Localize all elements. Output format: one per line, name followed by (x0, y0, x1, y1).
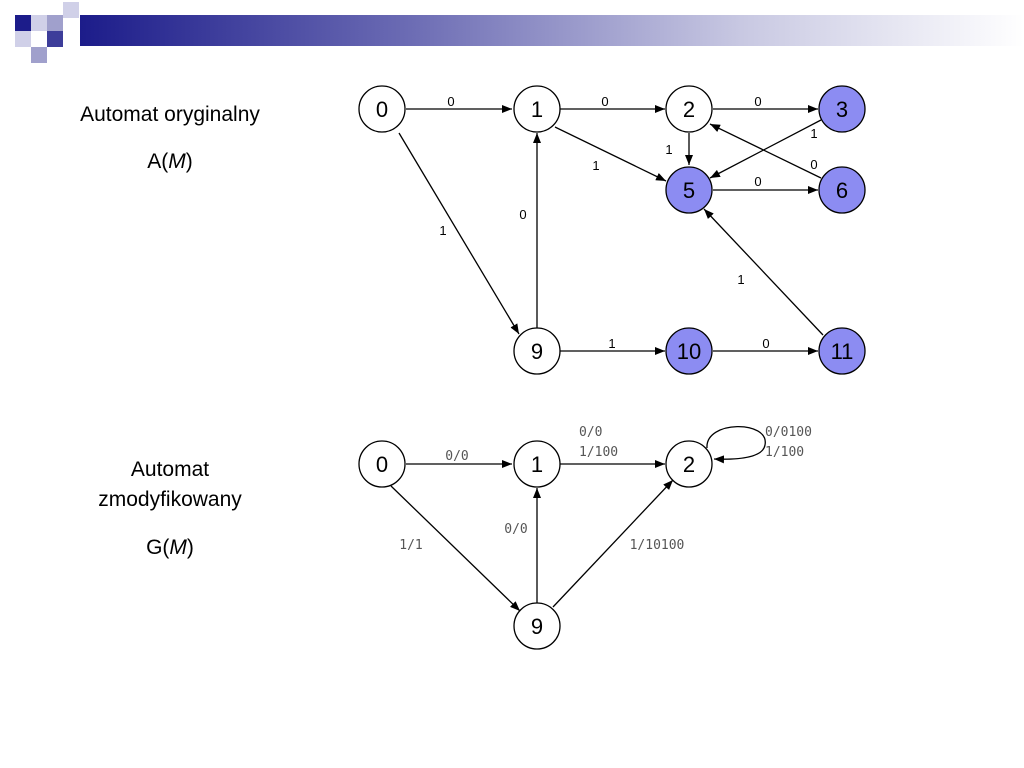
state-label: 2 (683, 97, 695, 122)
automaton-g-states: 0 1 2 9 (358, 440, 713, 650)
state-circle (665, 166, 713, 214)
state-node: 10 (665, 327, 713, 375)
symbol-prefix: A( (147, 150, 169, 173)
state-node: 2 (665, 85, 713, 133)
state-label: 11 (831, 339, 854, 364)
state-circle (818, 85, 866, 133)
symbol-prefix: G( (146, 536, 170, 559)
decoration-square (15, 31, 31, 47)
automaton-g-edge-labels: 0/0 0/0 1/100 0/0100 1/100 1/1 0/0 1/101… (399, 425, 812, 553)
title-line-2: zmodyfikowany (98, 488, 242, 511)
edge-label: 1 (665, 142, 672, 157)
edge-label: 1 (592, 158, 599, 173)
edge-label: 0 (762, 336, 769, 351)
symbol-suffix: ) (186, 536, 194, 559)
edge-label: 1/100 (765, 445, 804, 460)
state-circle (358, 440, 406, 488)
automaton-g-edges (390, 426, 766, 612)
state-circle (818, 327, 866, 375)
edge-label: 0 (519, 207, 526, 222)
state-node: 0 (358, 440, 406, 488)
state-node: 11 (818, 327, 866, 375)
state-circle (513, 602, 561, 650)
edge-3-to-5 (709, 119, 822, 179)
edge-label: 1 (810, 126, 817, 141)
edge-label: 0/0 (445, 449, 468, 464)
automaton-a-edge-labels: 0 0 0 1 1 0 1 1 0 1 0 0 1 (439, 94, 817, 351)
edge-label: 0/0100 (765, 425, 812, 440)
edge-label: 1/10100 (630, 538, 685, 553)
edge-label: 1 (439, 223, 446, 238)
edge-label: 0/0 (504, 522, 527, 537)
state-label: 3 (836, 97, 848, 122)
state-label: 9 (531, 614, 543, 639)
automaton-a-states: 0 1 2 3 5 6 9 10 (358, 85, 866, 375)
edge-2-self-loop (706, 426, 766, 464)
state-node: 2 (665, 440, 713, 488)
original-automaton-title: Automat oryginalny (80, 103, 260, 126)
state-node: 0 (358, 85, 406, 133)
title-decoration-bar (80, 15, 1024, 46)
edge-11-to-5 (703, 208, 824, 336)
edge-label: 1 (737, 272, 744, 287)
state-circle (513, 327, 561, 375)
edge-label: 0 (601, 94, 608, 109)
modified-automaton-title: Automat zmodyfikowany (40, 455, 300, 515)
edge-label: 0/0 (579, 425, 602, 440)
edge-label: 0 (754, 174, 761, 189)
state-label: 0 (376, 452, 388, 477)
state-circle (818, 166, 866, 214)
decoration-square (31, 15, 47, 31)
edge-label: 1/100 (579, 445, 618, 460)
decoration-square (63, 2, 79, 18)
decoration-square (15, 15, 31, 31)
edge-label: 1 (608, 336, 615, 351)
edge-label: 0 (810, 157, 817, 172)
symbol-variable: M (168, 150, 186, 173)
decoration-square (31, 47, 47, 63)
state-node: 3 (818, 85, 866, 133)
symbol-suffix: ) (185, 150, 193, 173)
state-label: 5 (683, 178, 695, 203)
state-label: 1 (531, 452, 543, 477)
edge-label: 1/1 (399, 538, 422, 553)
state-node: 9 (513, 602, 561, 650)
decoration-square (47, 31, 63, 47)
edge-6-to-2 (709, 123, 822, 179)
state-label: 2 (683, 452, 695, 477)
edge-9-to-2 (552, 479, 674, 608)
automaton-a-edges (398, 105, 824, 355)
edge-label: 0 (447, 94, 454, 109)
state-label: 6 (836, 178, 848, 203)
state-circle (665, 85, 713, 133)
title-line-1: Automat (130, 458, 210, 481)
state-label: 10 (677, 339, 701, 364)
state-label: 1 (531, 97, 543, 122)
state-node: 1 (513, 85, 561, 133)
modified-automaton-symbol: G(M) (40, 533, 300, 563)
state-node: 1 (513, 440, 561, 488)
edge-0-to-9 (398, 132, 520, 335)
state-circle (513, 85, 561, 133)
symbol-variable: M (169, 536, 187, 559)
state-circle (665, 440, 713, 488)
state-node: 5 (665, 166, 713, 214)
state-label: 0 (376, 97, 388, 122)
state-node: 6 (818, 166, 866, 214)
original-automaton-symbol: A(M) (40, 147, 300, 177)
state-node: 9 (513, 327, 561, 375)
state-circle (665, 327, 713, 375)
state-label: 9 (531, 339, 543, 364)
edge-1-to-5 (554, 126, 667, 182)
edge-0-to-9 (390, 485, 521, 612)
decoration-square (31, 31, 47, 47)
decoration-square (47, 15, 63, 31)
edge-label: 0 (754, 94, 761, 109)
state-circle (358, 85, 406, 133)
state-circle (513, 440, 561, 488)
